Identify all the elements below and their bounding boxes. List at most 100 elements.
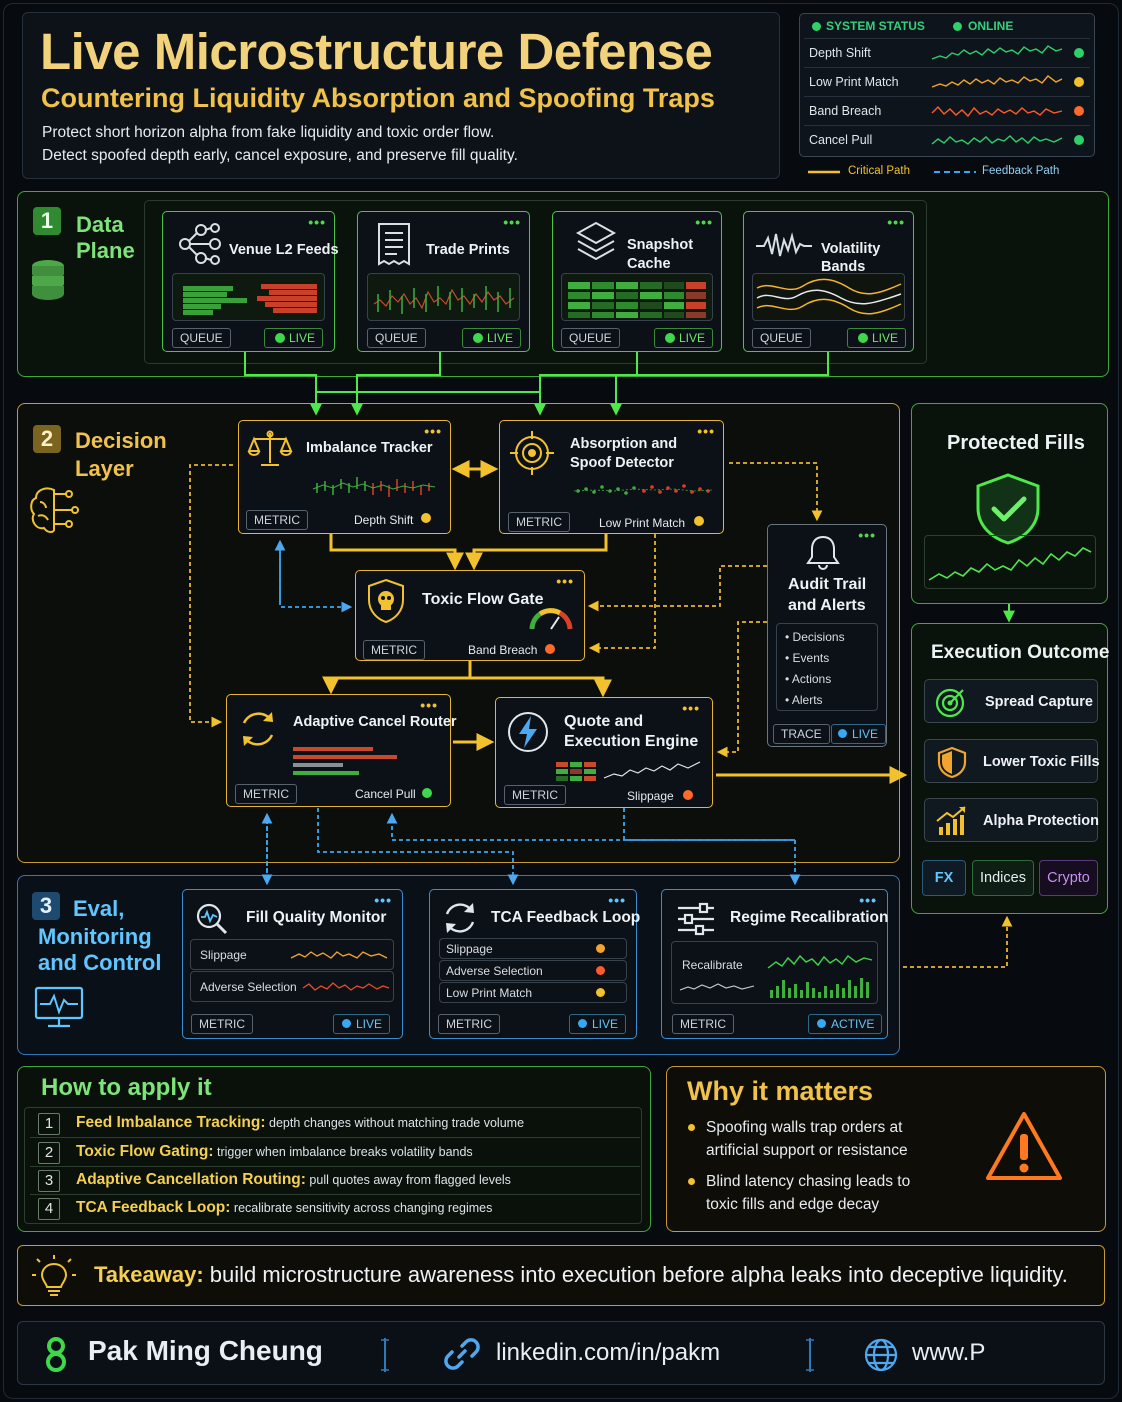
asset-tag-indices[interactable]: Indices bbox=[972, 860, 1034, 896]
data-sources-group bbox=[144, 200, 927, 364]
section-number-1: 1 bbox=[33, 207, 61, 235]
bullet-icon bbox=[688, 1124, 695, 1131]
more-options-icon[interactable]: ••• bbox=[420, 697, 438, 713]
metric-tag: METRIC bbox=[672, 1014, 734, 1034]
growth-chart-icon bbox=[936, 806, 966, 835]
sparkline-icon bbox=[931, 135, 1063, 145]
author-logo-icon bbox=[46, 1337, 66, 1372]
metric-row: Adverse Selection bbox=[190, 971, 394, 1002]
card-title: TCA Feedback Loop bbox=[491, 909, 641, 926]
signal-label: Cancel Pull bbox=[355, 787, 416, 801]
legend-feedback-path: Feedback Path bbox=[982, 165, 1060, 177]
more-options-icon[interactable]: ••• bbox=[503, 214, 521, 230]
bullet-icon bbox=[688, 1178, 695, 1185]
more-options-icon[interactable]: ••• bbox=[374, 892, 392, 908]
why-item-line: artificial support or resistance bbox=[706, 1142, 908, 1160]
sparkline-icon bbox=[931, 45, 1063, 60]
feedback-cycle-icon bbox=[445, 903, 475, 933]
why-it-matters-title: Why it matters bbox=[687, 1076, 874, 1106]
trade-prints-card: Trade Prints ••• QUEUE LIVE bbox=[357, 211, 530, 352]
volatility-bands-card: Volatility Bands ••• QUEUE LIVE bbox=[743, 211, 914, 352]
footer-bar bbox=[17, 1321, 1105, 1385]
section-number-2: 2 bbox=[33, 425, 61, 453]
metric-row: Adverse Selection bbox=[439, 960, 627, 981]
critical-path-legend-icon bbox=[808, 170, 840, 174]
live-status-badge: LIVE bbox=[831, 724, 887, 744]
system-status-panel: SYSTEM STATUS ONLINE Depth Shift Low Pri… bbox=[799, 13, 1095, 157]
signal-label: Slippage bbox=[627, 789, 674, 803]
more-options-icon[interactable]: ••• bbox=[308, 214, 326, 230]
recalibrate-label: Recalibrate bbox=[682, 958, 743, 972]
queue-tag: QUEUE bbox=[172, 328, 231, 348]
status-row-label: Low Print Match bbox=[809, 75, 899, 89]
status-row-label: Band Breach bbox=[809, 104, 882, 118]
page-frame bbox=[3, 3, 1119, 1399]
linkedin-link[interactable]: linkedin.com/in/pakm bbox=[496, 1339, 721, 1366]
more-options-icon[interactable]: ••• bbox=[424, 423, 442, 439]
status-row: Band Breach bbox=[804, 96, 1090, 125]
feedback-path-legend-icon bbox=[934, 171, 976, 173]
step-label: Feed Imbalance Tracking: bbox=[76, 1114, 266, 1131]
page-subtitle: Countering Liquidity Absorption and Spoo… bbox=[41, 83, 715, 113]
globe-icon[interactable] bbox=[864, 1338, 898, 1372]
step-text: Feed Imbalance Tracking: depth changes w… bbox=[76, 1114, 524, 1132]
website-link[interactable]: www.P bbox=[912, 1339, 986, 1366]
step-number: 3 bbox=[38, 1170, 60, 1192]
card-title: Trade Prints bbox=[426, 242, 510, 258]
execution-outcome-title: Execution Outcome bbox=[931, 642, 1110, 663]
card-title-line-2: Bands bbox=[821, 259, 866, 275]
signal-dot-icon bbox=[545, 644, 555, 654]
link-icon[interactable] bbox=[444, 1336, 480, 1372]
protected-fills-title: Protected Fills bbox=[947, 432, 1085, 454]
status-dot-icon bbox=[1074, 48, 1084, 58]
signal-label: Low Print Match bbox=[599, 516, 686, 530]
more-options-icon[interactable]: ••• bbox=[608, 892, 626, 908]
list-item-label: Events bbox=[792, 651, 830, 665]
audit-trail-card: ••• Audit Trail and Alerts • Decisions •… bbox=[767, 524, 887, 747]
more-options-icon[interactable]: ••• bbox=[682, 700, 700, 716]
list-item-label: Decisions bbox=[792, 630, 845, 644]
apply-step: 3 Adaptive Cancellation Routing: pull qu… bbox=[30, 1167, 640, 1195]
adverse-selection-sparkline-icon bbox=[302, 982, 390, 991]
skull-shield-icon bbox=[368, 578, 404, 624]
snapshot-heatmap bbox=[561, 273, 713, 321]
divider-icon bbox=[381, 1338, 389, 1372]
monitor-pulse-icon bbox=[34, 986, 84, 1028]
balance-scale-icon bbox=[247, 430, 293, 466]
card-title: Toxic Flow Gate bbox=[422, 591, 544, 608]
live-status-badge: LIVE bbox=[462, 328, 522, 348]
status-row-label: Cancel Pull bbox=[809, 133, 873, 147]
depth-bars-icon bbox=[183, 284, 317, 315]
step-text: TCA Feedback Loop: recalibrate sensitivi… bbox=[76, 1199, 492, 1217]
heatmap-grid-icon bbox=[568, 282, 706, 318]
list-item: • Decisions bbox=[785, 630, 845, 644]
recalibration-chart-icon bbox=[767, 954, 873, 998]
live-dot-icon bbox=[665, 333, 675, 343]
spoof-dots-chart-icon bbox=[573, 484, 713, 495]
list-item-label: Actions bbox=[791, 672, 832, 686]
more-options-icon[interactable]: ••• bbox=[697, 423, 715, 439]
shield-check-icon bbox=[976, 473, 1040, 545]
more-options-icon[interactable]: ••• bbox=[556, 573, 574, 589]
metric-tag: METRIC bbox=[246, 510, 308, 530]
warning-triangle-icon bbox=[986, 1112, 1062, 1180]
status-dot-icon bbox=[1074, 77, 1084, 87]
card-title-line-1: Absorption and bbox=[570, 436, 678, 452]
asset-tag-fx[interactable]: FX bbox=[922, 860, 966, 896]
active-status-badge: ACTIVE bbox=[808, 1014, 883, 1034]
apply-step: 1 Feed Imbalance Tracking: depth changes… bbox=[30, 1110, 640, 1138]
description-line-1: Protect short horizon alpha from fake li… bbox=[42, 124, 495, 141]
more-options-icon[interactable]: ••• bbox=[859, 892, 877, 908]
status-row: Cancel Pull bbox=[804, 125, 1090, 154]
more-options-icon[interactable]: ••• bbox=[887, 214, 905, 230]
section-title-monitoring: Monitoring bbox=[38, 924, 152, 949]
more-options-icon[interactable]: ••• bbox=[858, 527, 876, 543]
database-icon bbox=[32, 260, 64, 300]
apply-steps-list bbox=[24, 1107, 642, 1224]
asset-tag-crypto[interactable]: Crypto bbox=[1039, 860, 1098, 896]
more-options-icon[interactable]: ••• bbox=[695, 214, 713, 230]
description-line-2: Detect spoofed depth early, cancel expos… bbox=[42, 147, 518, 164]
live-dot-icon bbox=[578, 1019, 587, 1028]
step-number: 1 bbox=[38, 1113, 60, 1135]
